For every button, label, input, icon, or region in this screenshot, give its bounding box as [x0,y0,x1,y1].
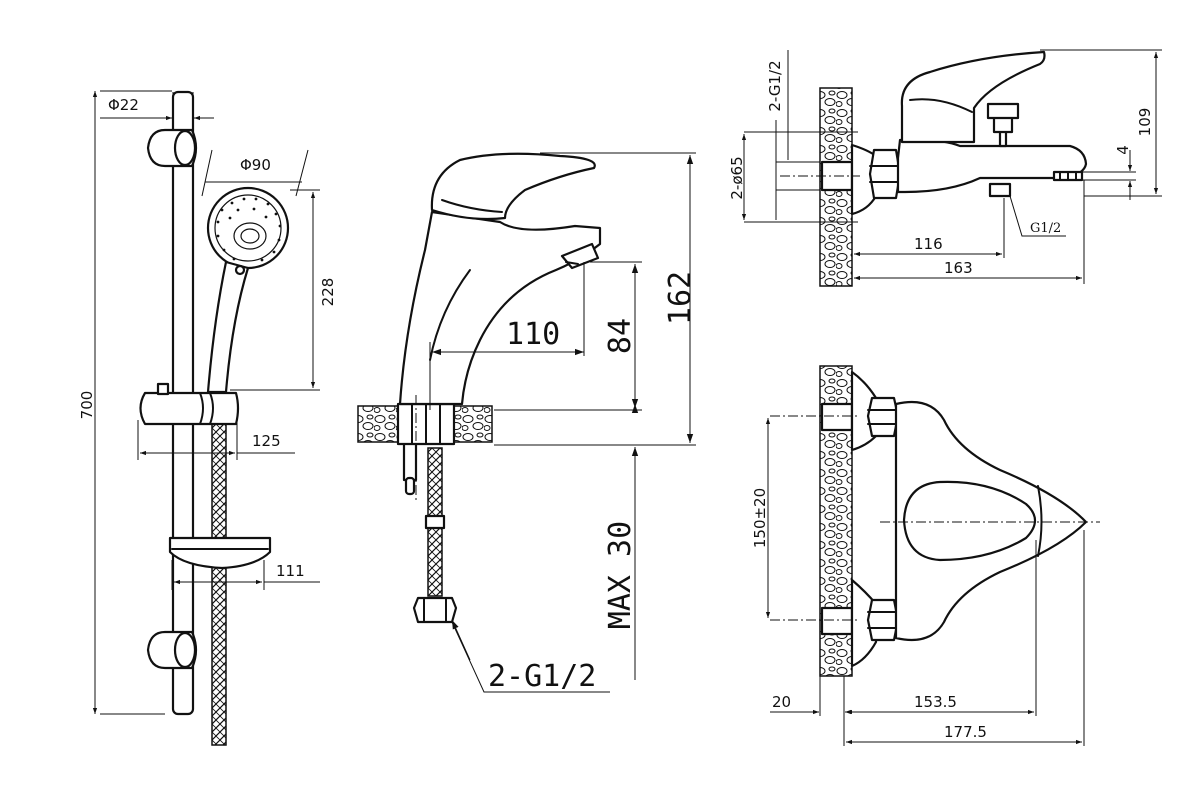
dim-soap-dish: 111 [276,562,305,580]
bath-mixer-front-view: 150±20 20 153.5 177.5 [751,365,1100,746]
dim-wall: 20 [772,693,791,711]
mixer-lever [430,152,596,221]
dim-max-deck: MAX 30 [603,521,638,629]
outlet-thread-label: G1/2 [1030,221,1061,236]
inlet-thread-label: 2-G1/2 [488,659,596,694]
dim-head-diameter: Φ90 [240,156,271,174]
shower-slider [139,391,240,426]
dim-spout-reach: 110 [506,317,560,352]
basin-mixer-view: 110 84 162 MAX 30 2-G1/2 [357,152,698,694]
soap-dish [168,536,272,570]
dim-depth-long: 163 [944,259,973,277]
dim-slider-offset: 125 [252,432,281,450]
dim-total-height: 162 [663,271,698,325]
dim-depth-long: 177.5 [944,723,987,741]
dim-height: 109 [1136,108,1154,137]
dim-total-height: 700 [78,391,96,420]
hand-shower-handle [206,260,250,394]
bath-lever [900,50,1046,144]
dim-centers: 150±20 [751,488,769,548]
lever-top [902,480,1037,562]
diverter-knob [986,102,1020,148]
dim-flange-diameter: 2-ø65 [728,156,746,199]
dim-depth-short: 153.5 [914,693,957,711]
dim-outlet-gap: 4 [1114,145,1132,155]
eccentric-nut [868,148,902,200]
hose-nut [412,596,458,624]
dim-spout-height: 84 [603,318,638,354]
shower-set-view: 700 Φ22 Φ90 228 125 111 [78,90,337,746]
dim-rail-diameter: Φ22 [108,96,139,114]
hand-shower-head [206,186,290,270]
bath-mixer-side-view: 2-G1/2 2-ø65 109 4 G1/2 116 163 [728,49,1162,287]
dim-head-length: 228 [319,278,337,307]
inlet-thread-label: 2-G1/2 [766,60,784,111]
dim-depth-short: 116 [914,235,943,253]
